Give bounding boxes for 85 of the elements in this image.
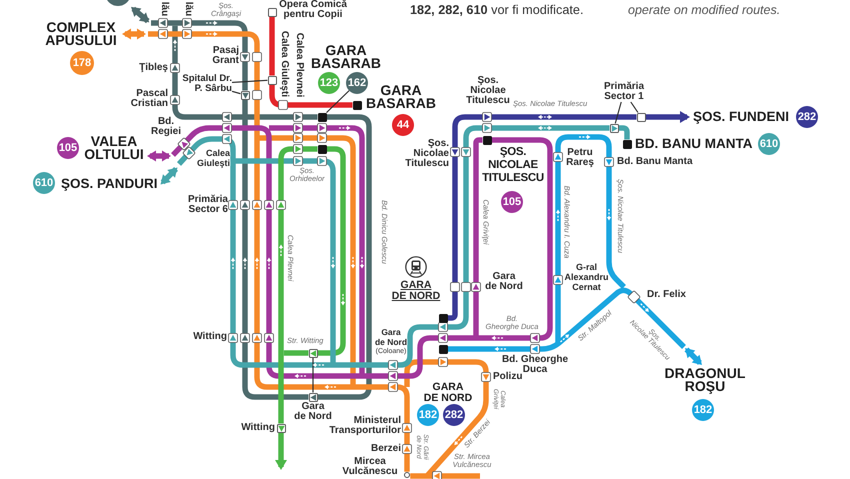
leader-line — [614, 102, 622, 124]
terminus-name: VALEA OLTULUI — [81, 135, 147, 161]
route-number-badge: 178 — [70, 51, 94, 75]
stop-name: Calea Giuleşti — [196, 148, 230, 168]
terminus-name: GARA DE NORD — [424, 382, 472, 403]
route-number-badge: 123 — [318, 72, 340, 94]
route-number-badge: 105 — [57, 137, 79, 159]
bus-route-line — [278, 146, 318, 424]
bus-route-line — [275, 432, 287, 470]
leader-line — [630, 102, 638, 113]
route-number-badge: 44 — [392, 114, 414, 136]
terminus-marker-icon — [482, 136, 492, 144]
stop-name: Gara de Nord — [293, 402, 333, 422]
bus-route-line — [122, 28, 489, 479]
stop-marker-icon — [268, 76, 276, 84]
street-name: lău — [159, 2, 170, 16]
bus-route-line — [618, 125, 630, 140]
notice-text: operate on modified routes. — [628, 3, 780, 18]
terminus-name: ŞOS. PANDURI — [61, 177, 161, 190]
terminus-marker-icon — [438, 314, 448, 322]
stop-name: Gara de Nord — [374, 328, 408, 347]
stop-name: Spitalul Dr. P. Sârbu — [181, 74, 232, 94]
stop-name: Primăria Sector 6 — [186, 195, 228, 215]
stop-name: Dr. Felix — [647, 290, 686, 300]
stop-name: Bd. Banu Manta — [617, 157, 693, 167]
terminus-name: ŞOS. FUNDENI — [690, 110, 790, 123]
notice-text: 182, 282, 610 vor fi modificate. — [410, 3, 584, 18]
stop-name: Pascal Cristian — [130, 89, 168, 109]
bus-route-line — [130, 6, 248, 94]
bus-route-line — [646, 111, 690, 123]
stop-marker-icon — [610, 124, 618, 132]
stop-marker-icon — [308, 348, 318, 358]
stop-marker-icon — [636, 112, 646, 122]
stop-name: Opera Comică pentru Copii — [278, 0, 348, 20]
stop-name: Witting — [192, 332, 227, 342]
terminus-marker-icon — [352, 100, 362, 110]
leader-line — [312, 358, 314, 392]
route-number-badge: 162 — [346, 72, 368, 94]
stop-marker-icon — [308, 392, 318, 402]
street-name: lău — [183, 2, 194, 16]
bus-route-line — [447, 114, 636, 321]
stop-name: Ţibleş — [138, 63, 168, 73]
terminus-name: BD. BANU MANTA — [635, 137, 752, 150]
terminus-marker-icon — [438, 344, 448, 354]
stop-name: G-ral Alexandru Cernat — [563, 262, 610, 292]
route-number-badge: 182 — [417, 404, 439, 426]
terminus-name: COMPLEX APUSULUI — [40, 21, 122, 47]
bus-route-line — [172, 23, 372, 400]
bus-route-line — [147, 125, 553, 379]
bus-route-line — [269, 16, 275, 76]
bus-route-line — [242, 100, 308, 400]
stop-name: Gara de Nord — [484, 272, 524, 292]
terminus-marker-icon — [622, 140, 632, 148]
leader-line — [326, 90, 350, 114]
street-name: Calea Plevnei — [294, 32, 304, 98]
route-number-badge: 182 — [692, 399, 714, 421]
stop-name: Bd. Regiei — [150, 117, 182, 137]
stop-name: Pasaj Grant — [211, 46, 239, 66]
route-number-badge: 610 — [33, 172, 55, 194]
route-number-badge: 105 — [501, 191, 523, 213]
stop-name: Berzei — [370, 444, 401, 454]
terminus-marker-icon — [318, 144, 326, 154]
route-number-badge: 610 — [758, 133, 780, 155]
route-badge-icon — [105, 0, 131, 7]
stop-name: Şos. Nicolae Titulescu — [465, 76, 511, 106]
stop-marker-icon — [268, 8, 276, 16]
route-number-badge: 282 — [443, 404, 465, 426]
terminus-name: DRAGONUL ROŞU — [655, 365, 755, 393]
leader-line — [232, 90, 241, 94]
street-name: Calea Giuleşti — [279, 30, 290, 98]
stop-name: Primăria Sector 1 — [600, 82, 648, 102]
terminus-marker-icon — [318, 112, 326, 122]
stop-marker-icon — [276, 424, 286, 432]
terminus-name: GARA BASARAB — [306, 44, 386, 70]
stop-name: Mircea Vulcănescu — [341, 457, 399, 477]
stop-marker-icon — [240, 90, 250, 100]
stop-name: Şos. Nicolae Titulescu — [404, 139, 449, 169]
bus-route-line — [269, 84, 352, 108]
stop-name: Petru Rareş — [565, 148, 595, 168]
route-number-badge: 282 — [796, 106, 818, 128]
stop-name: Witting — [240, 423, 275, 433]
leader-line — [232, 80, 268, 83]
station-name: GARA DE NORD — [390, 280, 442, 301]
terminus-name: ŞOS. NICOLAE TITULESCU — [482, 146, 544, 185]
bus-route-line — [281, 146, 346, 356]
